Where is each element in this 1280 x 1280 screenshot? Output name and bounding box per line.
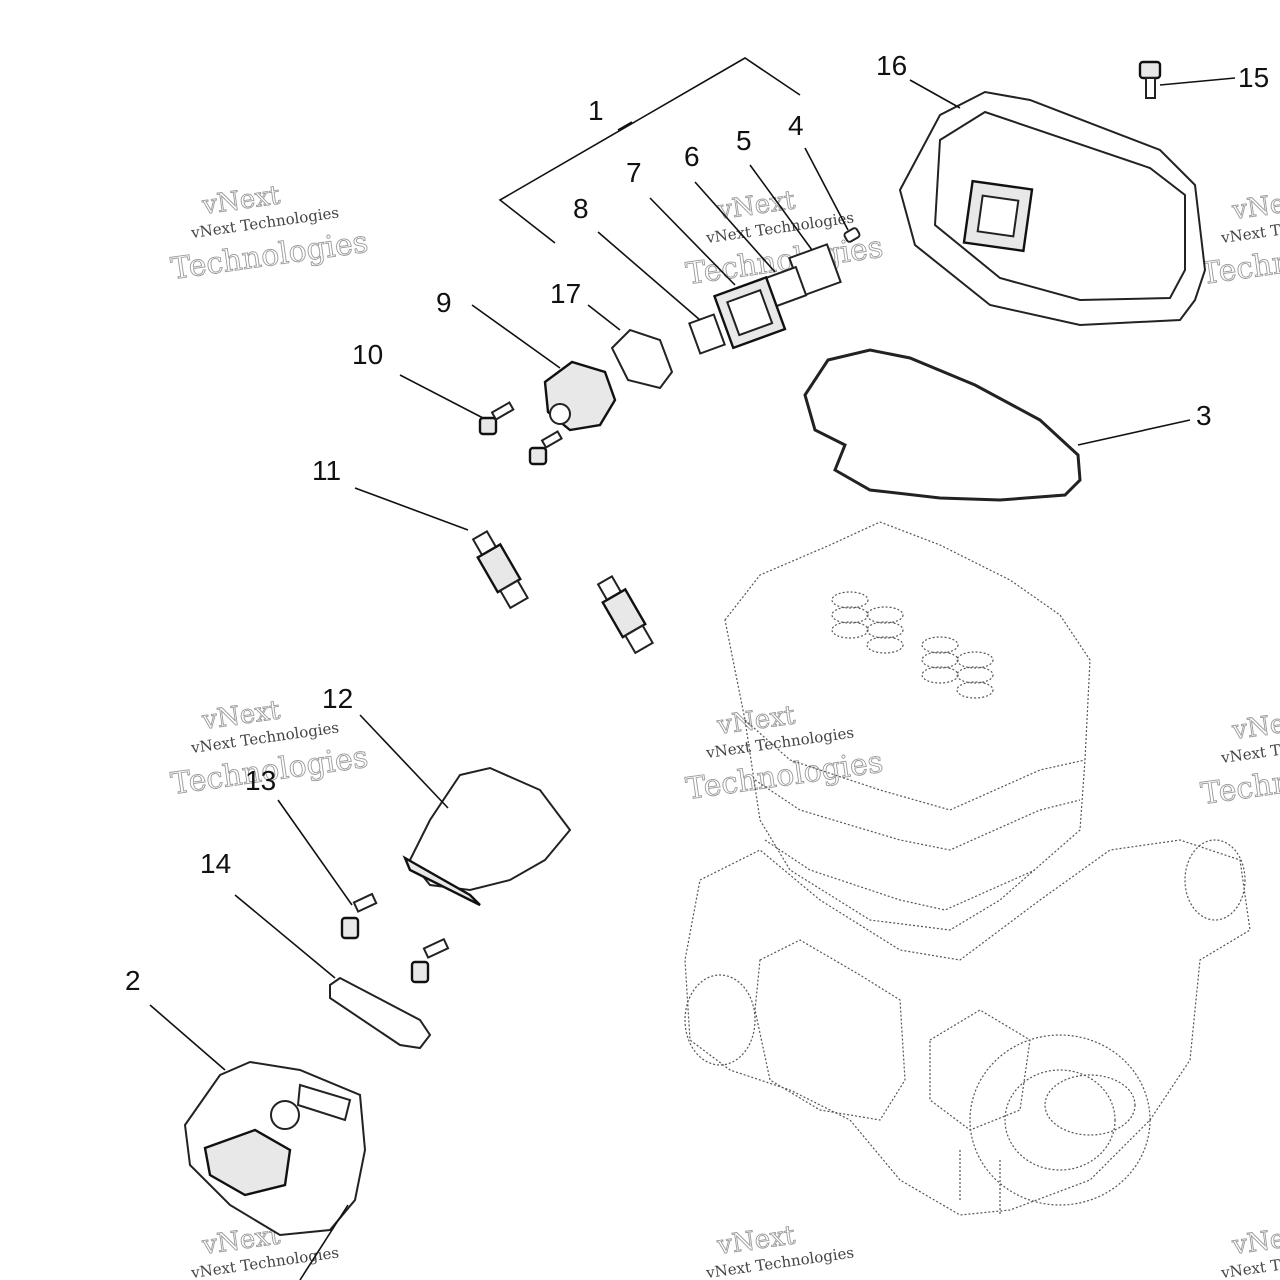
leader-4 [804,147,849,231]
cover-bolt [1138,60,1162,99]
intake-bolt-2 [528,430,563,466]
throttle-body [183,1060,367,1237]
intake-bolt [478,401,515,436]
callout-3: 3 [1196,400,1212,431]
leader-7 [649,197,736,286]
leader-2 [149,1004,226,1071]
spark-plug [471,529,530,610]
leader-13 [277,799,353,906]
leader-15 [1159,77,1236,86]
leader-6 [694,181,776,273]
leader-1 [498,57,801,244]
leader-8 [597,231,701,321]
callout-8: 8 [573,193,589,224]
callout-13: 13 [245,765,276,796]
valve-cover-gasket [803,348,1082,502]
reed-cage [712,275,787,350]
callout-5: 5 [736,125,752,156]
leader-3 [1077,419,1191,446]
watermark-bottom-center: vNext vNext Technologies [704,1220,855,1280]
callout-7: 7 [626,157,642,188]
leader-5 [749,164,813,251]
leader-lines [149,57,1236,1280]
leader-17 [587,304,621,331]
reed-block-gasket [688,313,726,355]
callout-1: 1 [588,95,604,126]
reed-screw [843,227,861,243]
leader-12 [359,714,449,809]
boot-bolt [340,892,378,940]
callout-16: 16 [876,50,907,81]
leader-10 [399,374,484,419]
callout-labels: 1 2 3 4 5 6 7 8 9 10 11 12 13 14 15 16 1… [125,50,1269,996]
intake-gasket [610,328,674,390]
boot-clamp [329,976,432,1050]
boot-bolt-2 [410,937,450,984]
callout-4: 4 [788,110,804,141]
leader-16 [909,79,961,109]
leader-14 [234,894,336,979]
callout-9: 9 [436,287,452,318]
leader-throttle-lever [299,1204,349,1280]
watermark-top-left: vNext vNext Technologies Technologies [168,180,370,288]
valve-springs [831,591,994,699]
intake-block [543,360,617,432]
valve-cover [898,90,1207,327]
intake-boot [402,766,572,907]
callout-10: 10 [352,339,383,370]
engine-block-ghost [684,521,1251,1216]
watermark-brand: vNext [1230,1220,1280,1261]
watermark-mid-center: vNext vNext Technologies Technologies [683,700,885,808]
callout-17: 17 [550,278,581,309]
callout-15: 15 [1238,62,1269,93]
watermark-brand: vNext [1230,185,1280,226]
watermark-bottom-right: vNext vNext Technologies [1219,1220,1280,1280]
watermark-mid-right: vNext vNext Technologies Technologies [1198,705,1280,813]
leader-11 [354,487,469,531]
callout-11: 11 [312,455,341,486]
callout-2: 2 [125,965,141,996]
spark-plug-2 [596,574,655,655]
leader-9 [471,304,561,369]
callout-6: 6 [684,141,700,172]
callout-12: 12 [322,683,353,714]
watermark-brand: vNext [1230,705,1280,746]
leader-1-mid [617,121,633,131]
callout-14: 14 [200,848,231,879]
